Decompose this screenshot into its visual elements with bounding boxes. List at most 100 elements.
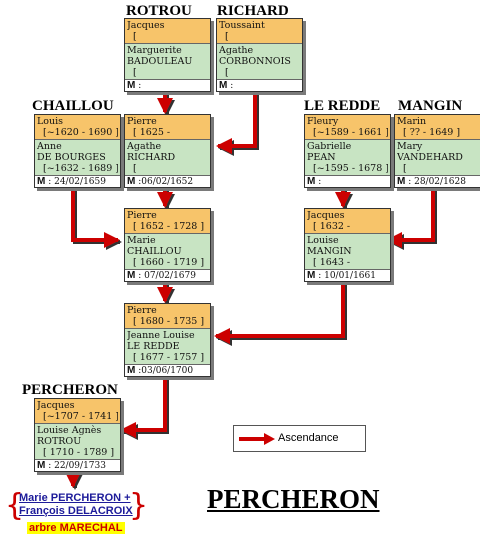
wife-dates: [ 1643 - — [313, 257, 351, 268]
wife-firstname: Louise — [307, 235, 339, 246]
wife-dates: [ — [403, 163, 407, 174]
arrow-pierre2-to-jacques2 — [120, 376, 167, 438]
husband-box[interactable]: Marin [ ?? - 1649 ] — [395, 115, 480, 140]
wife-dates: [~1595 - 1678 ] — [313, 163, 388, 174]
wife-dates: [ — [133, 163, 137, 174]
family-label-mangin: MANGIN — [398, 98, 463, 114]
page-title: PERCHERON — [207, 484, 380, 514]
couple-card-pierre-richard[interactable]: Pierre [ 1625 - Agathe RICHARD [ M :06/0… — [124, 114, 211, 188]
wife-dates: [ 1677 - 1757 ] — [133, 352, 205, 363]
wife-dates: [ — [133, 67, 137, 78]
family-label-richard: RICHARD — [217, 3, 289, 19]
husband-dates: [ ?? - 1649 ] — [403, 127, 461, 138]
husband-name: Jacques — [127, 20, 165, 31]
arrow-icon — [239, 433, 275, 445]
husband-box[interactable]: Jacques [ 1632 - — [305, 209, 390, 234]
wife-surname: CORBONNOIS — [219, 56, 291, 67]
husband-box[interactable]: Jacques [ — [125, 19, 210, 44]
husband-name: Louis — [37, 116, 64, 127]
marriage-line: M : 10/01/1661 — [305, 270, 390, 281]
husband-box[interactable]: Jacques [~1707 - 1741 ] — [35, 399, 120, 424]
wife-firstname: Marguerite — [127, 45, 182, 56]
wife-firstname: Jeanne Louise — [127, 330, 195, 341]
couple-card-pierre-le-redde[interactable]: Pierre [ 1680 - 1735 ] Jeanne Louise LE … — [124, 303, 211, 377]
tree-link-marechal[interactable]: arbre MARECHAL — [27, 522, 125, 534]
legend-box: Ascendance — [233, 425, 366, 452]
descendant-link-spouse[interactable]: François DELACROIX — [19, 505, 133, 517]
wife-box[interactable]: Marie CHAILLOU [ 1660 - 1719 ] — [125, 234, 210, 270]
husband-box[interactable]: Toussaint [ — [217, 19, 302, 44]
wife-firstname: Agathe — [219, 45, 254, 56]
husband-box[interactable]: Fleury [~1589 - 1661 ] — [305, 115, 390, 140]
marriage-line: M : 22/09/1733 — [35, 460, 120, 471]
couple-card-le-redde[interactable]: Fleury [~1589 - 1661 ] Gabrielle PEAN [~… — [304, 114, 391, 188]
couple-card-richard[interactable]: Toussaint [ Agathe CORBONNOIS [ M : — [216, 18, 303, 92]
wife-surname: CHAILLOU — [127, 246, 182, 257]
family-label-rotrou: ROTROU — [126, 3, 192, 19]
couple-card-jacques-rotrou[interactable]: Jacques [~1707 - 1741 ] Louise Agnès ROT… — [34, 398, 121, 472]
husband-name: Marin — [397, 116, 427, 127]
husband-dates: [ — [133, 31, 137, 42]
wife-box[interactable]: Agathe CORBONNOIS [ — [217, 44, 302, 80]
husband-name: Pierre — [127, 305, 157, 316]
wife-box[interactable]: Marguerite BADOULEAU [ — [125, 44, 210, 80]
wife-box[interactable]: Gabrielle PEAN [~1595 - 1678 ] — [305, 140, 390, 176]
husband-dates: [ — [225, 31, 229, 42]
marriage-line: M :03/06/1700 — [125, 365, 210, 376]
wife-box[interactable]: Jeanne Louise LE REDDE [ 1677 - 1757 ] — [125, 329, 210, 365]
wife-surname: BADOULEAU — [127, 56, 193, 67]
wife-surname: DE BOURGES — [37, 152, 106, 163]
couple-card-chaillou[interactable]: Louis [~1620 - 1690 ] Anne DE BOURGES [~… — [34, 114, 121, 188]
husband-dates: [ 1652 - 1728 ] — [133, 221, 205, 232]
husband-dates: [~1707 - 1741 ] — [43, 411, 118, 422]
husband-name: Jacques — [307, 210, 345, 221]
wife-surname: VANDEHARD — [397, 152, 463, 163]
wife-box[interactable]: Agathe RICHARD [ — [125, 140, 210, 176]
wife-firstname: Gabrielle — [307, 141, 352, 152]
wife-dates: [~1632 - 1689 ] — [43, 163, 118, 174]
arrow-richard-to-pierre — [216, 92, 257, 154]
wife-surname: PEAN — [307, 152, 336, 163]
wife-firstname: Anne — [37, 141, 62, 152]
couple-card-pierre-chaillou[interactable]: Pierre [ 1652 - 1728 ] Marie CHAILLOU [ … — [124, 208, 211, 282]
husband-name: Pierre — [127, 116, 157, 127]
husband-name: Jacques — [37, 400, 75, 411]
descendant-link-couple[interactable]: Marie PERCHERON + — [19, 492, 131, 504]
marriage-line: M : — [125, 80, 210, 91]
marriage-line: M : 28/02/1628 — [395, 176, 480, 187]
husband-dates: [ 1625 - — [133, 127, 171, 138]
arrow-mangin-to-jacques — [386, 187, 435, 248]
family-label-chaillou: CHAILLOU — [32, 98, 114, 114]
wife-surname: ROTROU — [37, 436, 82, 447]
wife-surname: RICHARD — [127, 152, 176, 163]
husband-box[interactable]: Pierre [ 1652 - 1728 ] — [125, 209, 210, 234]
couple-card-mangin[interactable]: Marin [ ?? - 1649 ] Mary VANDEHARD [ M :… — [394, 114, 480, 188]
wife-box[interactable]: Mary VANDEHARD [ — [395, 140, 480, 176]
husband-box[interactable]: Pierre [ 1625 - — [125, 115, 210, 140]
arrow-chaillou-to-pierre — [71, 187, 120, 248]
husband-name: Fleury — [307, 116, 339, 127]
husband-dates: [~1589 - 1661 ] — [313, 127, 388, 138]
descendants-block: { Marie PERCHERON + François DELACROIX }… — [5, 488, 148, 538]
husband-box[interactable]: Louis [~1620 - 1690 ] — [35, 115, 120, 140]
wife-box[interactable]: Louise MANGIN [ 1643 - — [305, 234, 390, 270]
husband-name: Toussaint — [219, 20, 265, 31]
couple-card-rotrou[interactable]: Jacques [ Marguerite BADOULEAU [ M : — [124, 18, 211, 92]
wife-box[interactable]: Louise Agnès ROTROU [ 1710 - 1789 ] — [35, 424, 120, 460]
couple-card-jacques-mangin[interactable]: Jacques [ 1632 - Louise MANGIN [ 1643 - … — [304, 208, 391, 282]
husband-box[interactable]: Pierre [ 1680 - 1735 ] — [125, 304, 210, 329]
wife-dates: [ — [225, 67, 229, 78]
family-label-percheron: PERCHERON — [22, 382, 118, 398]
wife-firstname: Mary — [397, 141, 423, 152]
husband-dates: [ 1680 - 1735 ] — [133, 316, 205, 327]
husband-dates: [~1620 - 1690 ] — [43, 127, 118, 138]
marriage-line: M : — [305, 176, 390, 187]
marriage-line: M : 07/02/1679 — [125, 270, 210, 281]
legend-label: Ascendance — [278, 432, 339, 444]
wife-firstname: Marie — [127, 235, 156, 246]
right-brace-icon: } — [129, 488, 149, 523]
wife-surname: LE REDDE — [127, 341, 180, 352]
wife-dates: [ 1660 - 1719 ] — [133, 257, 205, 268]
wife-box[interactable]: Anne DE BOURGES [~1632 - 1689 ] — [35, 140, 120, 176]
